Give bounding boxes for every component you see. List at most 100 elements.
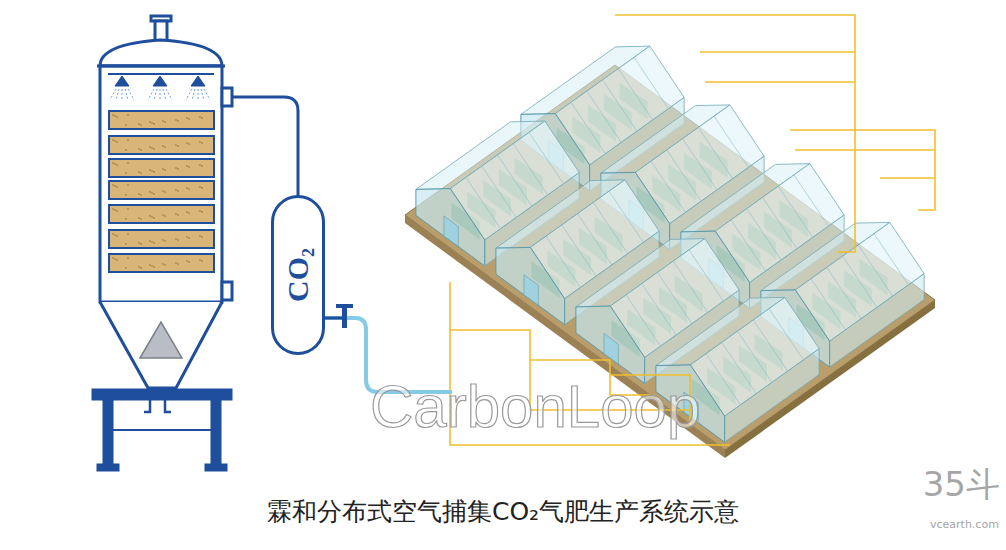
illustration-part [153, 242, 155, 244]
illustration-part [138, 193, 140, 195]
illustration-part [149, 215, 151, 217]
illustration-part [164, 264, 166, 266]
illustration-part [112, 208, 114, 210]
illustration-part [109, 111, 214, 129]
illustration-part [162, 263, 164, 265]
illustration-part [100, 302, 222, 388]
illustration-part [634, 57, 668, 108]
illustration-part [593, 202, 627, 253]
illustration-part [165, 399, 171, 412]
illustration-part [843, 256, 877, 307]
illustration-part [114, 258, 116, 260]
watermark: CarbonLoop [370, 372, 700, 441]
illustration-part [162, 168, 164, 170]
illustration-part [498, 155, 532, 206]
illustration-part [151, 192, 153, 194]
illustration-part [93, 16, 232, 470]
illustration-part [175, 262, 177, 264]
illustration-part [222, 88, 232, 106]
illustration-part [689, 250, 723, 301]
illustration-part [714, 116, 748, 167]
illustration-part [164, 121, 166, 123]
illustration-part [127, 139, 129, 141]
illustration-part [128, 89, 134, 100]
illustration-part [125, 218, 127, 220]
illustration-part [127, 162, 129, 164]
illustration-part [149, 264, 151, 266]
illustration-part [201, 211, 203, 213]
illustration-part [416, 189, 485, 266]
illustration-part [112, 257, 114, 259]
illustration-part [603, 80, 637, 131]
illustration-part [199, 235, 201, 237]
illustration-part [166, 89, 172, 100]
illustration-part [149, 169, 151, 171]
illustration-part [201, 187, 203, 189]
illustration-part [191, 76, 205, 86]
illustration-part [151, 147, 153, 149]
illustration-part [114, 185, 116, 187]
illustration-part [93, 390, 231, 399]
illustration-part [154, 89, 157, 100]
illustration-part [109, 136, 214, 154]
illustration-part [116, 186, 118, 188]
illustration-part [444, 216, 458, 247]
illustration-part [153, 217, 155, 219]
illustration-part [199, 141, 201, 143]
illustration-part [138, 266, 140, 268]
illustration-part [609, 191, 643, 242]
illustration-part [108, 73, 214, 75]
illustration-part [151, 241, 153, 243]
illustration-part [149, 191, 151, 193]
illustration-part [140, 267, 142, 269]
illustration-part [188, 118, 190, 120]
illustration-part [186, 142, 188, 144]
illustration-part [164, 169, 166, 171]
illustration-part [109, 205, 214, 223]
watermark: 35斗 [923, 462, 1000, 508]
illustration-part [140, 124, 142, 126]
illustration-part [177, 239, 179, 241]
illustration-part [188, 237, 190, 239]
caption: 霖和分布式空气捕集CO₂气肥生产系统示意 [0, 495, 1006, 528]
illustration-part [114, 115, 116, 117]
illustration-part [153, 123, 155, 125]
illustration-part [186, 187, 188, 189]
illustration-part [148, 89, 154, 100]
illustration-part [125, 267, 127, 269]
illustration-part [151, 122, 153, 124]
illustration-part [162, 145, 164, 147]
illustration-part [201, 142, 203, 144]
illustration-part [496, 247, 565, 324]
tank-label: CO₂ [281, 248, 315, 302]
illustration-part [186, 236, 188, 238]
illustration-part [162, 239, 164, 241]
illustration-part [127, 233, 129, 235]
illustration-part [116, 141, 118, 143]
illustration-part [138, 242, 140, 244]
illustration-part [112, 139, 114, 141]
illustration-part [138, 217, 140, 219]
illustration-part [153, 171, 155, 173]
illustration-part [160, 89, 161, 100]
illustration-part [153, 266, 155, 268]
illustration-part [125, 194, 127, 196]
illustration-part [127, 257, 129, 259]
illustration-part [578, 214, 612, 265]
illustration-part [151, 265, 153, 267]
illustration-part [186, 260, 188, 262]
illustration-part [513, 144, 547, 195]
illustration-part [186, 89, 192, 100]
illustration-part [188, 188, 190, 190]
illustration-part [199, 259, 201, 261]
illustration-part [673, 261, 707, 312]
illustration-part [100, 66, 222, 302]
illustration-part [149, 121, 151, 123]
illustration-part [738, 331, 772, 382]
illustration-part [698, 127, 732, 178]
illustration-part [562, 225, 596, 276]
illustration-part [109, 230, 214, 248]
illustration-part [112, 233, 114, 235]
